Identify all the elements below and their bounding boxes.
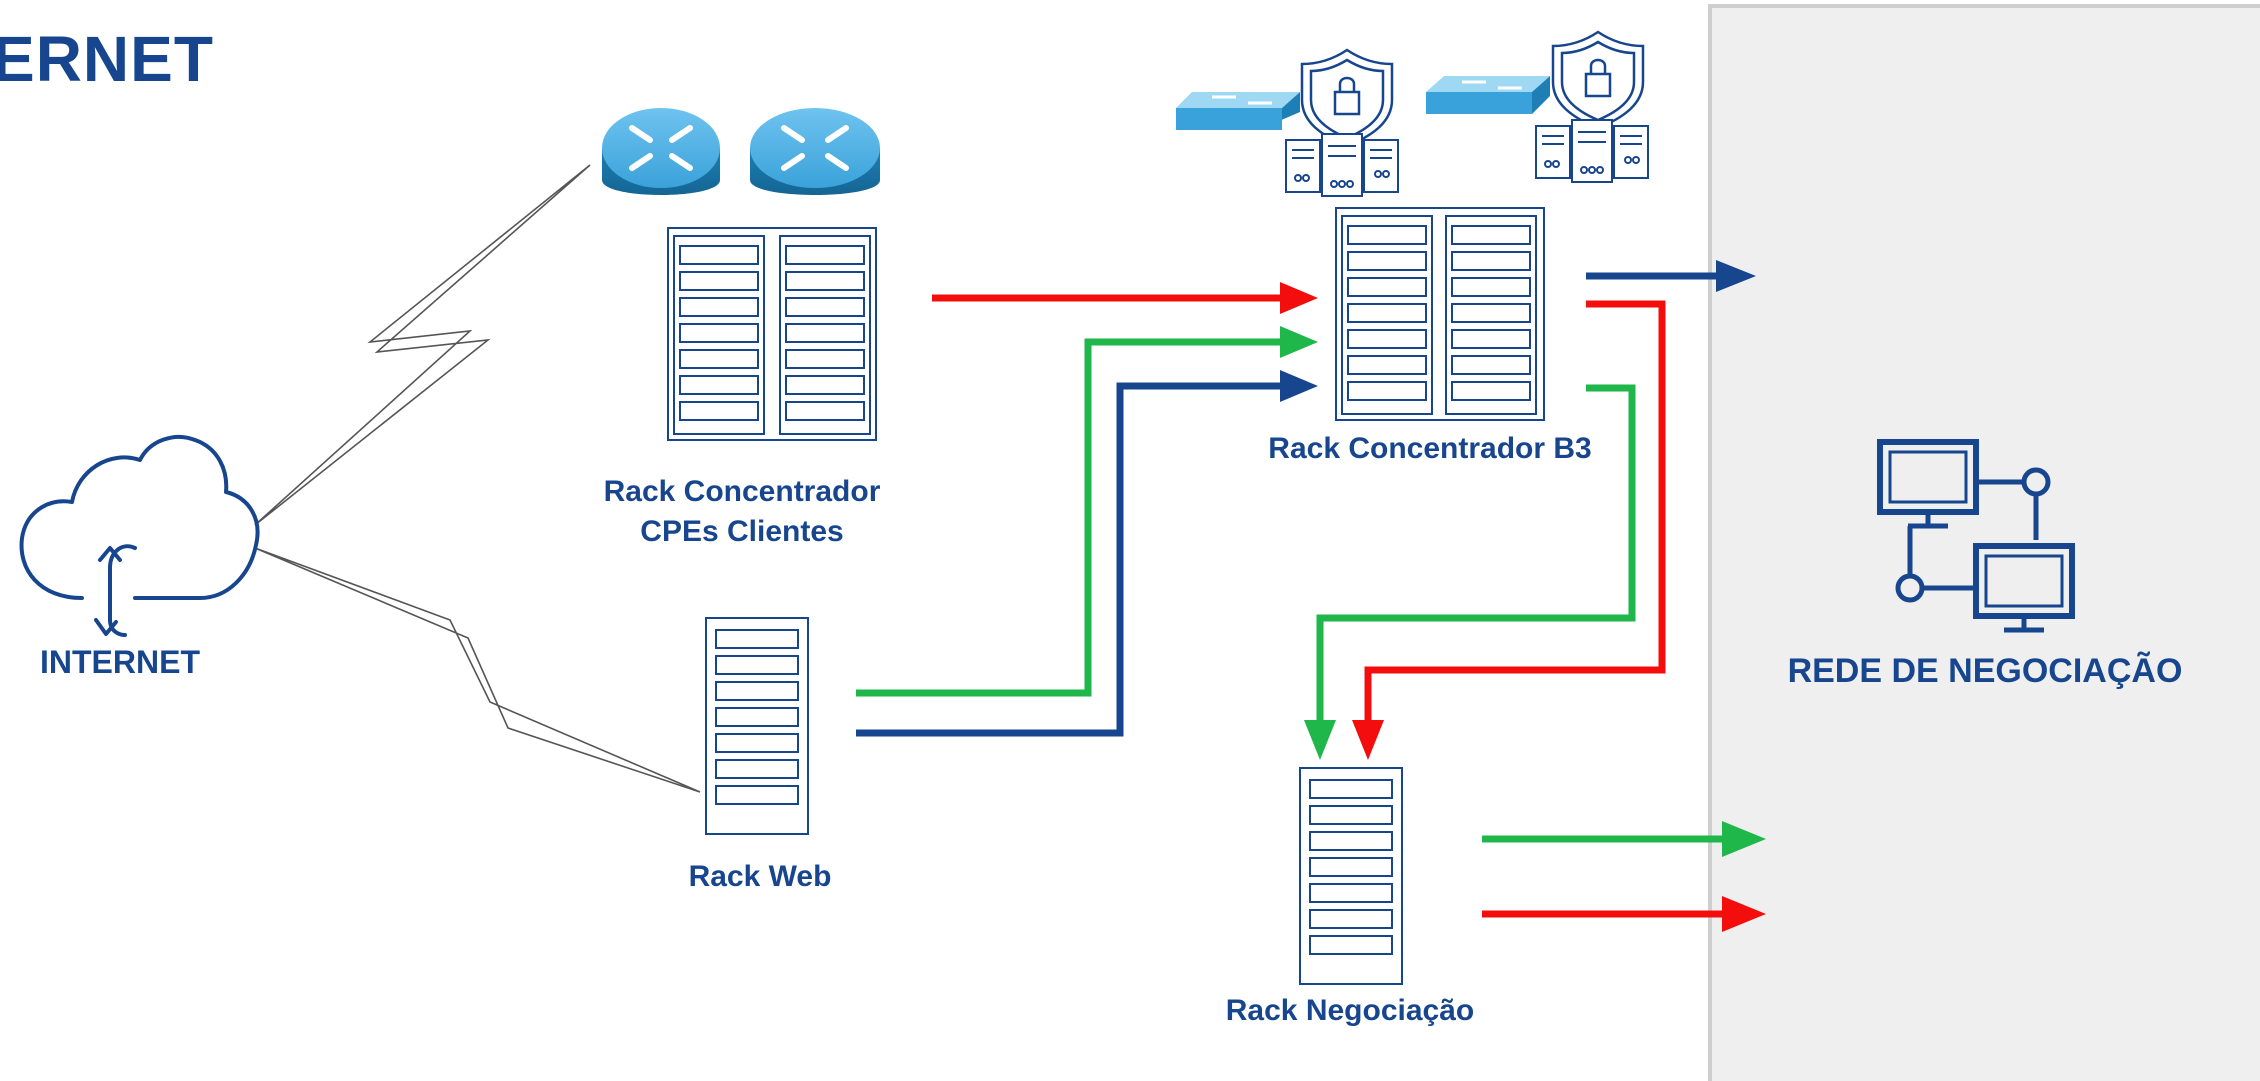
flow-green-web-to-b3 [856,326,1318,697]
cpe-rack-label-line2: CPEs Clientes [640,515,844,548]
switch-icon-1 [1176,92,1300,130]
network-computers-icon [1877,439,2075,633]
shield-lock-icon-1 [1300,48,1394,148]
cpe-rack-label: Rack Concentrador CPEs Clientes [572,472,912,552]
b3-rack-label: Rack Concentrador B3 [1268,432,1592,465]
b3-rack-icon [1335,207,1545,421]
trading-network-label: REDE DE NEGOCIAÇÃO [1787,652,2183,690]
web-rack-label: Rack Web [688,860,832,893]
flow-red-cpe-to-b3 [932,282,1318,314]
flow-red-b3-to-trading-rack [1352,300,1666,760]
internet-link-lightning-upper [254,164,591,526]
server-cluster-icon-2 [1535,119,1649,183]
server-cluster-icon-1 [1285,133,1399,197]
flow-red-trading-to-network [1482,896,1766,932]
cloud-icon [19,434,260,637]
trading-rack-icon [1299,767,1403,985]
cpe-rack-icon [667,227,877,441]
flow-blue-web-to-b3 [856,370,1318,737]
flow-blue-b3-to-network [1586,260,1756,292]
internet-label: INTERNET [40,644,200,680]
page-title: ERNET [0,23,214,95]
flow-green-b3-to-trading-rack [1304,384,1636,760]
trading-network-zone [1708,4,2260,1081]
router-icon-2 [750,108,880,195]
internet-link-lightning-lower [254,547,701,793]
cpe-rack-label-line1: Rack Concentrador [603,475,881,508]
flow-green-trading-to-network [1482,821,1766,857]
router-icon-1 [602,108,720,195]
shield-lock-icon-2 [1551,30,1645,130]
switch-icon-2 [1426,76,1550,114]
trading-rack-label: Rack Negociação [1225,994,1475,1027]
web-rack-icon [705,617,809,835]
